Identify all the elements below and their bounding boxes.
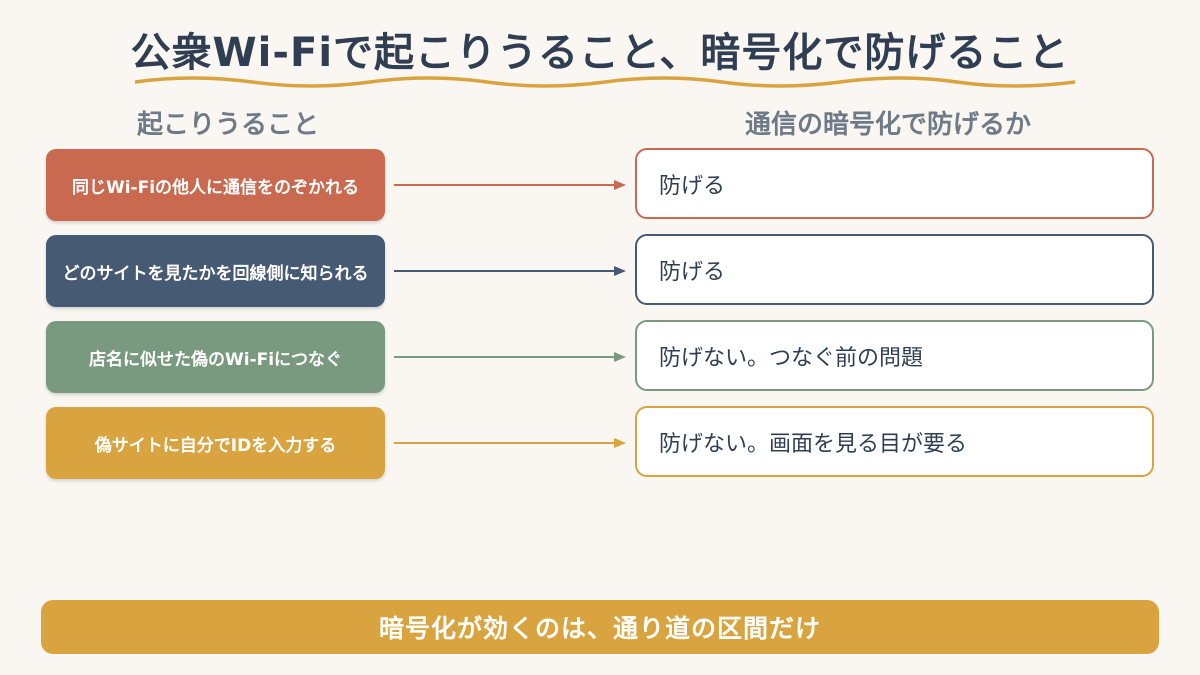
cause-box: 偽サイトに自分でIDを入力する bbox=[46, 407, 385, 479]
column-header-results: 通信の暗号化で防げるか bbox=[745, 110, 1032, 140]
cause-box: 同じWi-Fiの他人に通信をのぞかれる bbox=[46, 149, 385, 221]
cause-box: 店名に似せた偽のWi-Fiにつなぐ bbox=[46, 321, 385, 393]
result-box: 防げない。つなぐ前の問題 bbox=[635, 320, 1154, 391]
column-header-causes: 起こりうること bbox=[137, 110, 320, 140]
footer-banner: 暗号化が効くのは、通り道の区間だけ bbox=[41, 600, 1159, 654]
cause-box: どのサイトを見たかを回線側に知られる bbox=[46, 235, 385, 307]
arrow-icon bbox=[394, 438, 626, 448]
arrow-icon bbox=[394, 266, 626, 276]
result-box: 防げる bbox=[635, 148, 1154, 219]
arrow-icon bbox=[394, 180, 626, 190]
arrow-icon bbox=[394, 352, 626, 362]
result-box: 防げる bbox=[635, 234, 1154, 305]
title-underline bbox=[135, 76, 1075, 88]
result-box: 防げない。画面を見る目が要る bbox=[635, 406, 1154, 477]
page-title: 公衆Wi-Fiで起こりうること、暗号化で防げること bbox=[130, 30, 1070, 76]
